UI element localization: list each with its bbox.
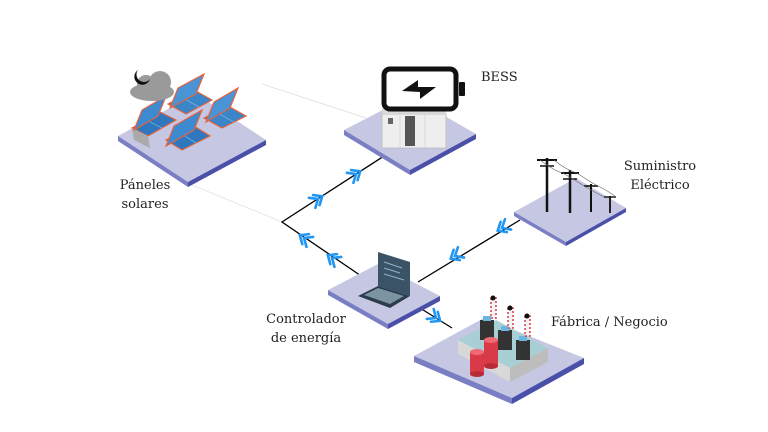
label-solar-line2: solares <box>121 197 169 212</box>
label-bess: BESS <box>481 70 518 85</box>
power-lines-icon <box>537 158 617 213</box>
label-solar-line1: Páneles <box>119 178 171 193</box>
label-controller-line1: Controlador <box>266 312 346 327</box>
battery-charging-icon <box>381 66 465 112</box>
arrow-controller-to-bess-1 <box>307 189 327 210</box>
label-grid: Suministro Eléctrico <box>616 157 704 195</box>
arrow-controller-to-factory <box>425 307 445 328</box>
battery-container-icon <box>381 108 447 149</box>
faint-guide-lines <box>179 83 367 223</box>
cloud-moon-icon <box>130 70 174 101</box>
laptop-icon <box>358 252 410 308</box>
solar-panels-icon <box>130 72 248 151</box>
arrow-controller-to-bess-2 <box>345 164 365 185</box>
label-solar: Páneles solares <box>110 176 180 214</box>
label-grid-line1: Suministro <box>623 159 697 174</box>
label-factory: Fábrica / Negocio <box>551 315 668 330</box>
factory-icon <box>458 295 548 382</box>
arrow-bess-to-controller-1 <box>295 228 315 249</box>
label-controller: Controlador de energía <box>256 310 356 348</box>
label-controller-line2: de energía <box>270 331 342 346</box>
label-grid-line2: Eléctrico <box>630 178 690 193</box>
